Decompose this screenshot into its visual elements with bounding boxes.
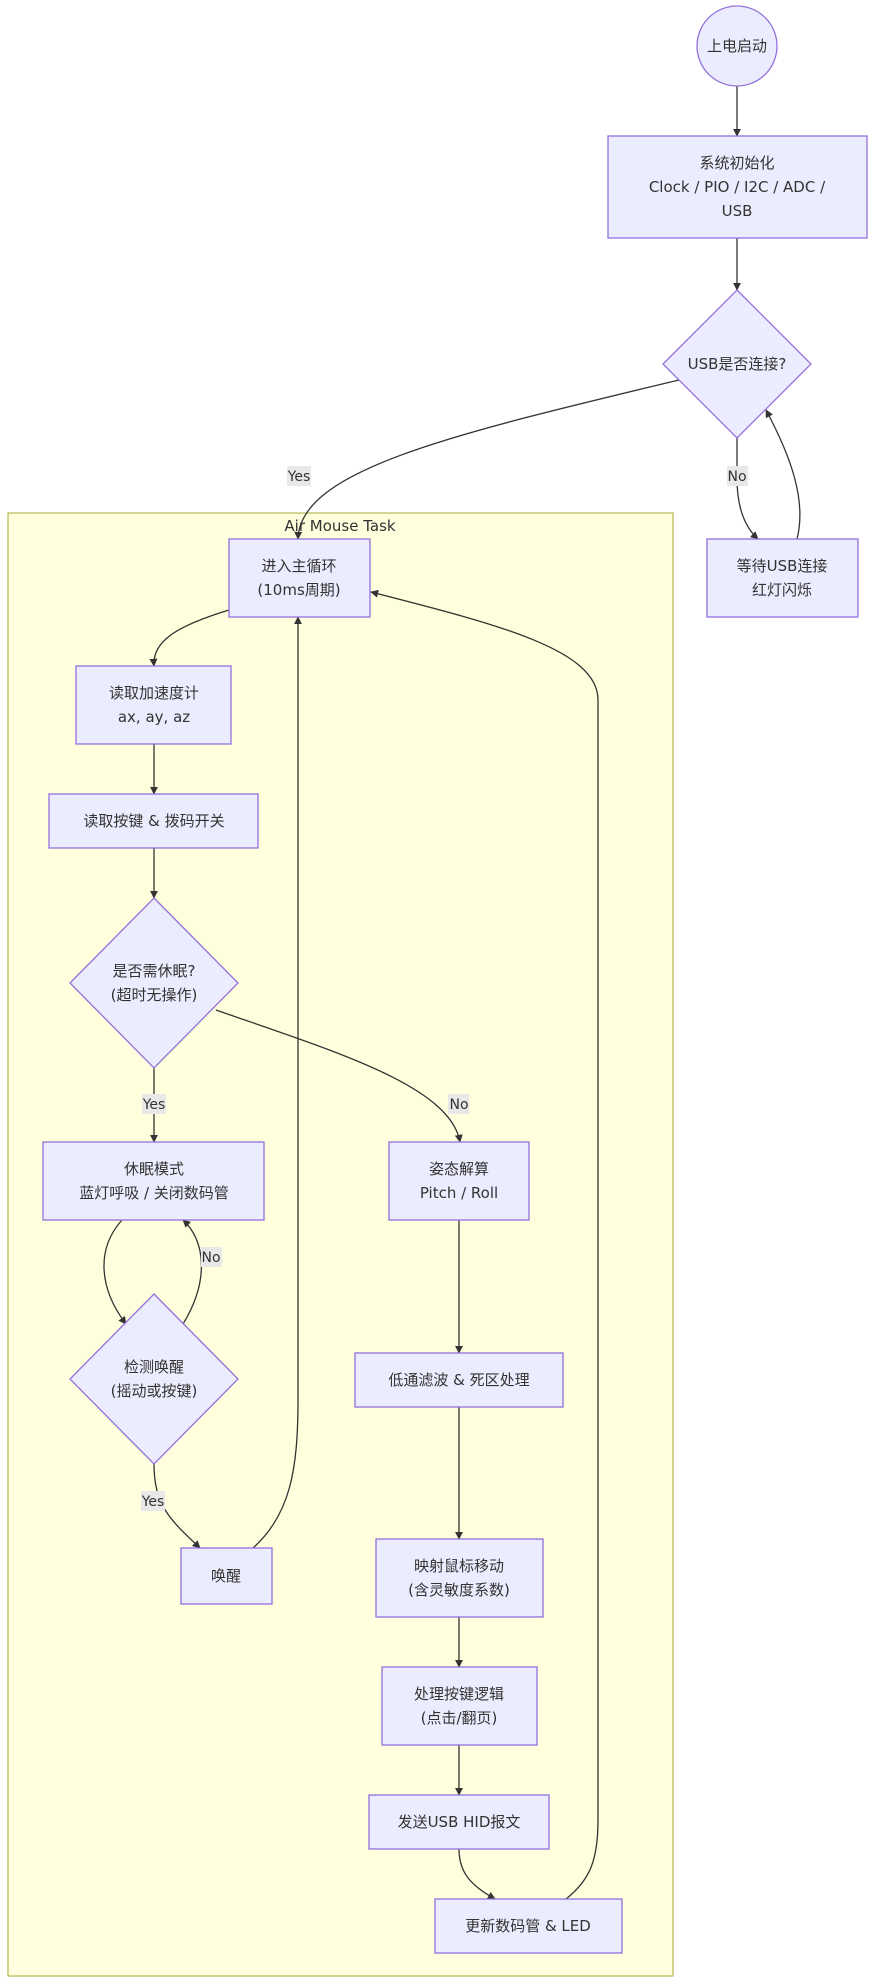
edge-usb-loop-yes — [294, 379, 680, 540]
edge-usb-wait-no — [736, 438, 759, 540]
svg-text:(超时无操作): (超时无操作) — [111, 986, 198, 1004]
node-map-mouse: 映射鼠标移动 (含灵敏度系数) — [375, 1538, 544, 1618]
edge-labels: Yes No Yes No No Yes — [141, 466, 748, 1511]
svg-text:No: No — [449, 1097, 468, 1113]
node-button-logic: 处理按键逻辑 (点击/翻页) — [381, 1666, 538, 1746]
node-sleep-mode: 休眠模式 蓝灯呼吸 / 关闭数码管 — [42, 1141, 265, 1221]
node-attitude: 姿态解算 Pitch / Roll — [388, 1141, 530, 1221]
svg-text:发送USB HID报文: 发送USB HID报文 — [398, 1813, 521, 1831]
svg-text:读取按键 & 拨码开关: 读取按键 & 拨码开关 — [83, 812, 224, 830]
edge-sleepq-att-no — [215, 1009, 463, 1143]
edge-sleep-wakeq — [103, 1219, 127, 1325]
node-read-accelerometer: 读取加速度计 ax, ay, az — [75, 665, 232, 745]
edge-label-sleep-yes: Yes — [142, 1094, 166, 1114]
svg-text:休眠模式: 休眠模式 — [124, 1160, 184, 1178]
svg-text:上电启动: 上电启动 — [707, 37, 767, 55]
svg-text:进入主循环: 进入主循环 — [261, 557, 336, 575]
edge-loop-accel — [149, 609, 230, 667]
svg-text:蓝灯呼吸 / 关闭数码管: 蓝灯呼吸 / 关闭数码管 — [79, 1184, 229, 1202]
svg-text:低通滤波 & 死区处理: 低通滤波 & 死区处理 — [388, 1371, 529, 1389]
node-sleep-decision: 是否需休眠? (超时无操作) — [69, 897, 239, 1069]
svg-text:Pitch / Roll: Pitch / Roll — [420, 1184, 498, 1202]
svg-text:ax, ay, az: ax, ay, az — [118, 708, 190, 726]
node-read-keys: 读取按键 & 拨码开关 — [48, 793, 259, 849]
nodes: 上电启动 系统初始化 Clock / PIO / I2C / ADC / USB… — [42, 5, 868, 1954]
svg-text:等待USB连接: 等待USB连接 — [737, 557, 828, 575]
node-power-on: 上电启动 — [696, 5, 778, 87]
svg-text:Clock / PIO / I2C / ADC /: Clock / PIO / I2C / ADC / — [649, 178, 826, 196]
svg-text:(摇动或按键): (摇动或按键) — [111, 1382, 198, 1400]
svg-text:Yes: Yes — [287, 469, 311, 485]
node-main-loop: 进入主循环 (10ms周期) — [228, 538, 371, 618]
svg-text:Yes: Yes — [141, 1494, 165, 1510]
svg-text:红灯闪烁: 红灯闪烁 — [752, 581, 812, 599]
svg-text:映射鼠标移动: 映射鼠标移动 — [414, 1557, 504, 1575]
edge-label-sleep-no: No — [448, 1094, 469, 1114]
edge-led-loop — [370, 589, 599, 1900]
node-wait-usb: 等待USB连接 红灯闪烁 — [706, 538, 859, 618]
edge-label-usb-no: No — [727, 466, 748, 486]
svg-text:USB是否连接?: USB是否连接? — [688, 355, 787, 373]
edge-wakeq-wake-yes — [153, 1463, 201, 1549]
edge-label-usb-yes: Yes — [287, 466, 311, 486]
svg-text:No: No — [727, 469, 746, 485]
node-send-hid: 发送USB HID报文 — [368, 1794, 550, 1850]
svg-text:是否需休眠?: 是否需休眠? — [113, 962, 196, 980]
node-wake-decision: 检测唤醒 (摇动或按键) — [69, 1293, 239, 1465]
svg-text:检测唤醒: 检测唤醒 — [124, 1358, 184, 1376]
svg-text:Yes: Yes — [142, 1097, 166, 1113]
edge-wait-usb — [765, 409, 801, 540]
node-filter: 低通滤波 & 死区处理 — [354, 1352, 564, 1408]
svg-text:USB: USB — [722, 202, 753, 220]
edge-label-wake-yes: Yes — [141, 1491, 165, 1511]
svg-text:读取加速度计: 读取加速度计 — [109, 684, 199, 702]
node-usb-connected-decision: USB是否连接? — [662, 289, 812, 439]
node-wake: 唤醒 — [180, 1547, 273, 1605]
svg-text:(点击/翻页): (点击/翻页) — [421, 1709, 498, 1727]
cluster-air-mouse-task: Air Mouse Task — [7, 512, 674, 1977]
node-system-init: 系统初始化 Clock / PIO / I2C / ADC / USB — [607, 135, 868, 239]
svg-text:No: No — [201, 1250, 220, 1266]
svg-text:更新数码管 & LED: 更新数码管 & LED — [465, 1917, 591, 1935]
edge-hid-led — [458, 1848, 496, 1900]
svg-text:唤醒: 唤醒 — [211, 1567, 241, 1585]
edge-wake-loop — [252, 616, 302, 1549]
svg-text:系统初始化: 系统初始化 — [699, 154, 774, 172]
edge-label-wake-no: No — [201, 1247, 222, 1267]
svg-text:(含灵敏度系数): (含灵敏度系数) — [408, 1581, 510, 1599]
svg-text:姿态解算: 姿态解算 — [429, 1160, 489, 1178]
svg-text:处理按键逻辑: 处理按键逻辑 — [414, 1685, 504, 1703]
node-update-display: 更新数码管 & LED — [434, 1898, 623, 1954]
cluster-title: Air Mouse Task — [284, 517, 395, 535]
svg-text:(10ms周期): (10ms周期) — [257, 581, 340, 599]
